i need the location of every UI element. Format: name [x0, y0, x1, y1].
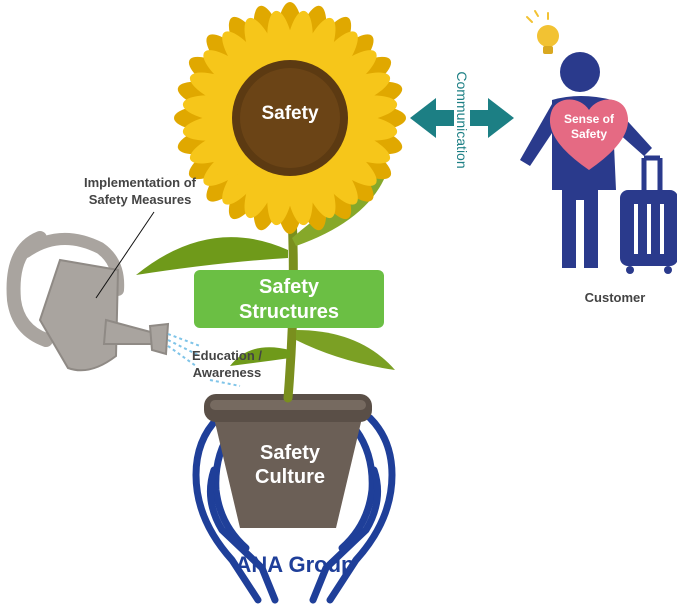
watering-pointer-line: [95, 211, 155, 299]
sunflower-icon: [174, 2, 406, 234]
stem-box-label-line2: Structures: [238, 301, 340, 323]
safety-structures-box: [194, 270, 384, 328]
flower-center-label: Safety: [261, 103, 319, 124]
pot-label-line2: Culture: [255, 466, 325, 488]
water-spray-icon: [167, 333, 241, 387]
hands-label: ANA Group: [235, 552, 355, 577]
watering-can-label-line1: Implementation of: [84, 175, 196, 190]
watering-can-label-line2: Safety Measures: [88, 192, 192, 207]
water-label-line1: Education /: [191, 348, 263, 363]
customer-label: Customer: [584, 290, 646, 305]
pot-icon: [204, 394, 372, 528]
stem-box-label-line1: Safety: [258, 276, 320, 298]
suitcase-icon: [620, 155, 677, 274]
heart-label-line2: Safety: [570, 127, 608, 141]
pot-label-line1: Safety: [259, 442, 321, 464]
lightbulb-icon: [526, 10, 559, 54]
water-label-line2: Awareness: [192, 365, 262, 380]
arrow-label: Communication: [454, 71, 470, 169]
heart-icon: [549, 99, 629, 170]
double-arrow-icon: [410, 98, 514, 138]
heart-label-line1: Sense of: [563, 112, 614, 126]
watering-can-icon: [6, 231, 170, 372]
